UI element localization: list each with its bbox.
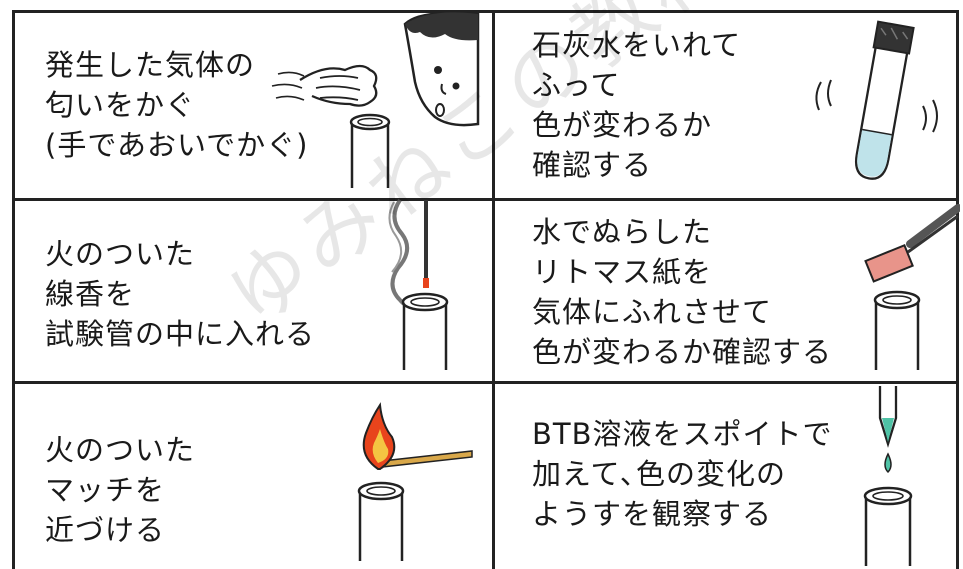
btb-illustration <box>863 386 913 566</box>
smell-illustration <box>271 12 480 188</box>
test-tube-icon <box>855 20 915 180</box>
test-tube-icon <box>349 113 391 188</box>
tweezers-icon <box>864 204 960 283</box>
dropper-icon <box>878 386 898 474</box>
cell-match-text: 火のついた マッチを 近づける <box>45 433 196 547</box>
test-tube-icon <box>873 290 921 370</box>
row-divider-2 <box>15 381 956 384</box>
column-divider <box>492 13 495 569</box>
face-icon <box>403 12 480 127</box>
match-illustration <box>357 402 473 561</box>
cell-incense-text: 火のついた 線香を 試験管の中に入れる <box>45 237 316 351</box>
litmus-illustration <box>864 204 960 370</box>
cell-litmus-text: 水でぬらした リトマス紙を 気体にふれさせて 色が変わるか確認する <box>532 215 833 369</box>
cell-limewater-text: 石灰水をいれて ふって 色が変わるか 確認する <box>532 28 742 182</box>
test-tube-icon <box>401 292 449 370</box>
flame-icon <box>362 402 396 470</box>
test-tube-icon <box>357 481 405 561</box>
cell-smell-text: 発生した気体の 匂いをかぐ (手であおいでかぐ) <box>45 48 309 162</box>
cell-btb-text: BTB溶液をスポイトで 加えて､色の変化の ようすを観察する <box>532 417 833 531</box>
limewater-illustration <box>815 20 938 180</box>
test-tube-icon <box>863 486 913 566</box>
experiment-grid <box>12 10 959 569</box>
hand-wafting-icon <box>271 64 378 107</box>
row-divider-1 <box>15 198 956 201</box>
incense-illustration <box>388 198 449 370</box>
incense-stick-icon <box>423 200 429 288</box>
